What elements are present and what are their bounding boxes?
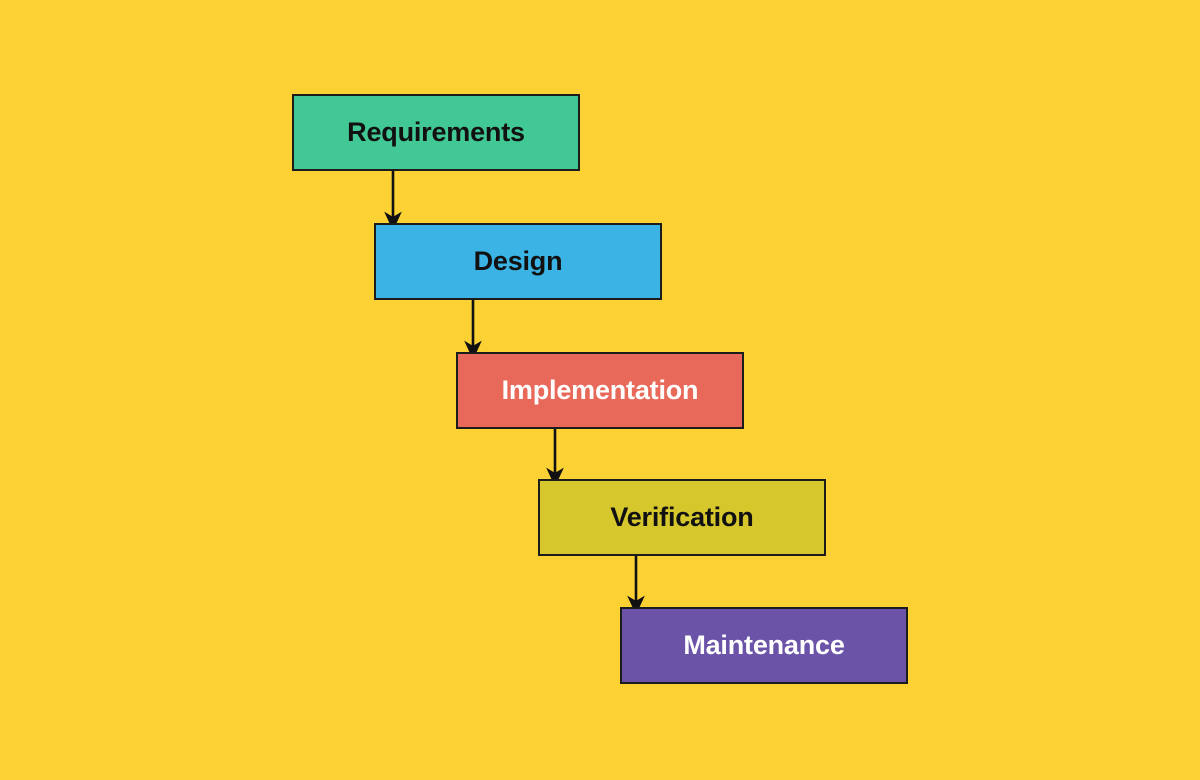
stage-label-verification: Verification xyxy=(610,502,754,532)
stage-box-verification[interactable]: Verification xyxy=(538,479,826,556)
stage-box-maintenance[interactable]: Maintenance xyxy=(620,607,908,684)
stage-label-implementation: Implementation xyxy=(501,375,699,405)
stage-label-requirements: Requirements xyxy=(347,117,525,147)
stage-label-design: Design xyxy=(473,246,563,276)
stage-box-design[interactable]: Design xyxy=(374,223,662,300)
stage-box-requirements[interactable]: Requirements xyxy=(292,94,580,171)
stage-label-maintenance: Maintenance xyxy=(683,630,845,660)
stage-box-implementation[interactable]: Implementation xyxy=(456,352,744,429)
